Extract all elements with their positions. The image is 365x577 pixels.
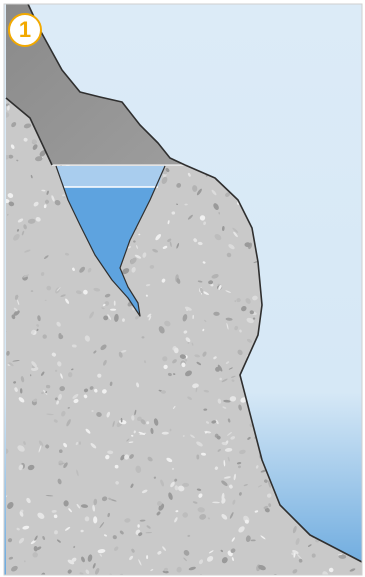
rock-speckle xyxy=(161,390,166,393)
water-surface-band xyxy=(56,166,165,187)
rock-speckle xyxy=(110,309,116,311)
step-number-badge: 1 xyxy=(8,13,42,47)
rock-speckle xyxy=(137,524,139,527)
rock-speckle xyxy=(79,441,81,445)
rock-speckle xyxy=(146,555,148,559)
rock-speckle xyxy=(97,374,101,378)
rock-speckle xyxy=(174,348,179,354)
